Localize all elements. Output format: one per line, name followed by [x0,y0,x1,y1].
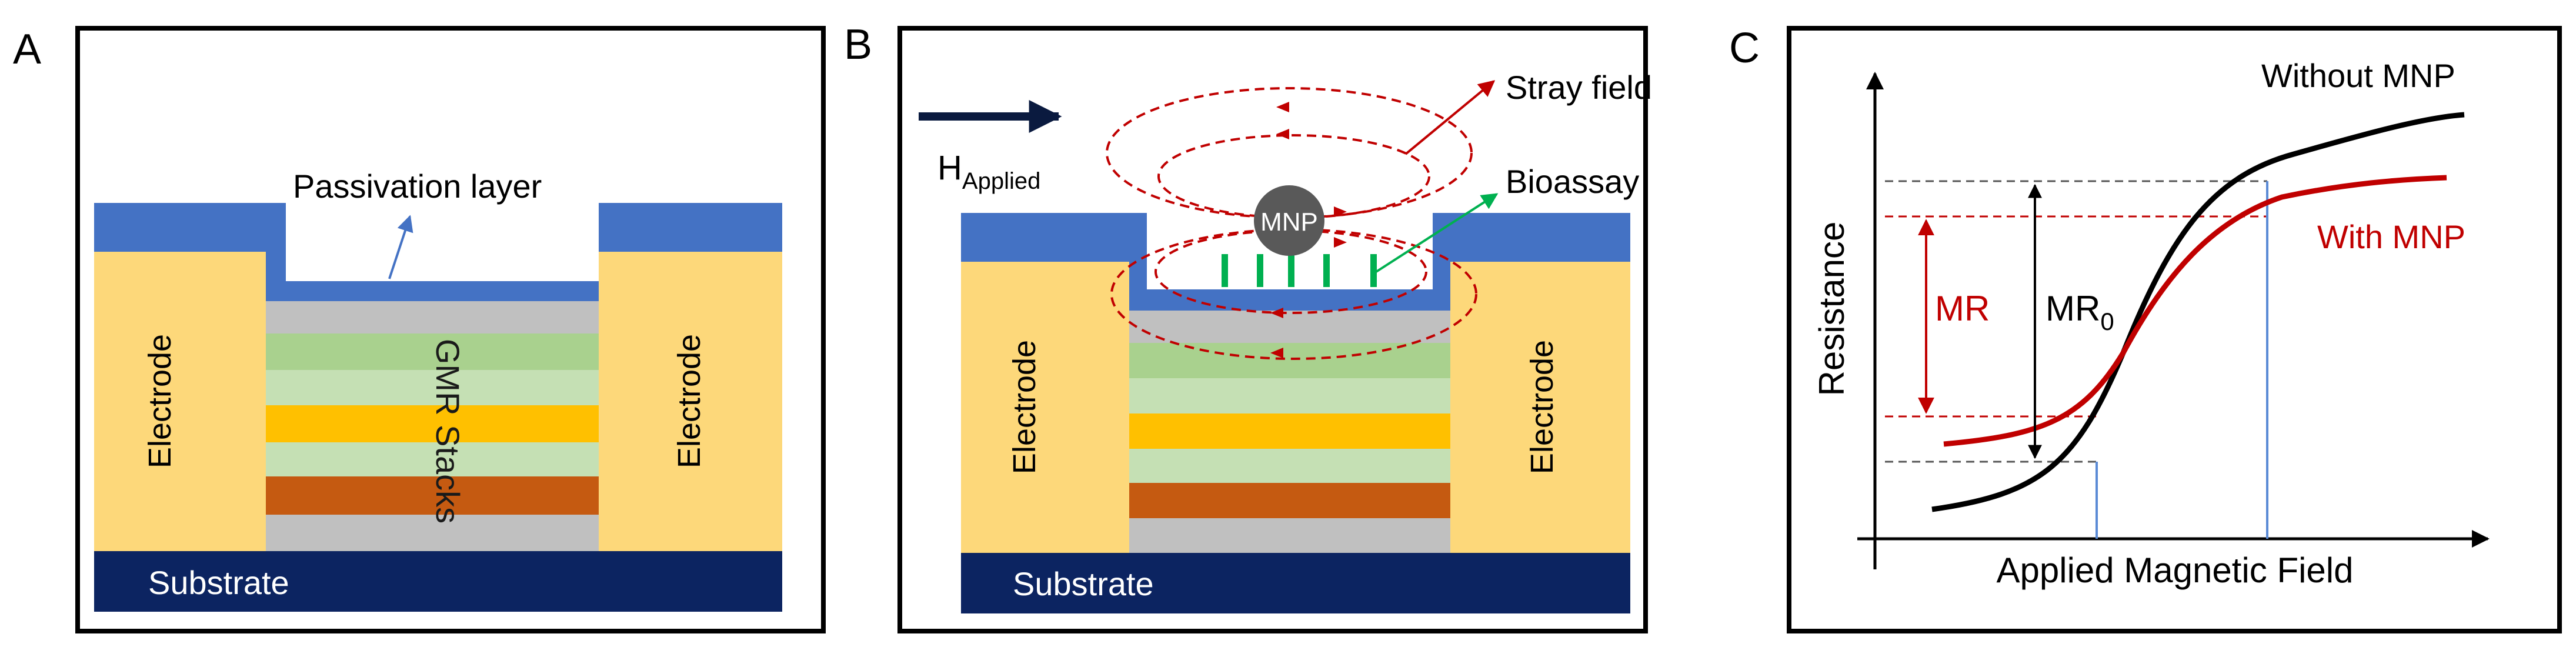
panel-b: B HApplied Substrate Electrode Electrode [844,21,1652,633]
panel-b-bioassay-pointer [1375,193,1499,273]
panel-b-bioassay-label: Bioassay [1506,163,1639,200]
panel-a-passivation-pointer [388,215,413,279]
panel-c-curve-with-mnp [1943,175,2447,447]
panel-b-stray-field-label: Stray field [1506,69,1652,106]
panel-c-letter: C [1729,25,1760,72]
panel-a-substrate [94,551,782,612]
panel-a-stack-label: GMR Stacks [429,339,466,523]
panel-c-curve-without-mnp [1931,112,2465,512]
panel-b-electrode-left [961,262,1129,553]
panel-a-passivation [94,203,782,301]
panel-c-frame [1787,26,2562,633]
panel-a-frame [75,26,826,633]
panel-b-frame [897,26,1648,633]
panel-c-without-mnp-label: Without MNP [2261,57,2455,94]
panel-b-substrate [961,553,1630,613]
panel-c-ylabel: Resistance [1812,222,1851,396]
panel-c-mr-label: MR [1935,289,1990,328]
panel-a-electrode-left-label: Electrode [142,334,178,468]
panel-c-xlabel: Applied Magnetic Field [1996,551,2353,590]
panel-a-substrate-label: Substrate [148,564,289,601]
panel-a: A Substrate Electrode Electrode GMR Stac… [13,26,826,633]
panel-b-bioassay-probes [1222,254,1377,287]
panel-b-applied-field-label: HApplied [937,149,1040,194]
panel-c-with-mnp-label: With MNP [2317,218,2465,255]
panel-a-electrode-right-label: Electrode [672,334,707,468]
panel-a-gmr-stack [266,301,599,551]
panel-c: C Resistance Applied Magnetic Field MR M… [1729,25,2562,633]
panel-b-electrode-right-label: Electrode [1524,340,1560,474]
panel-a-letter: A [13,26,41,73]
panel-b-electrode-right [1450,262,1630,553]
panel-b-gmr-stack [1129,311,1450,553]
panel-b-letter: B [844,21,872,68]
panel-a-passivation-label: Passivation layer [293,168,542,205]
panel-a-electrode-right [599,252,782,551]
panel-b-passivation [961,213,1630,311]
panel-c-mr0-label: MR0 [2046,289,2114,335]
panel-b-substrate-label: Substrate [1013,565,1154,602]
panel-b-stray-field-pointer [1404,80,1496,155]
panel-b-mnp-particle [1254,185,1324,256]
panel-b-electrode-left-label: Electrode [1007,340,1042,474]
panel-a-electrode-left [94,252,266,551]
panel-b-mnp-label: MNP [1260,208,1318,236]
